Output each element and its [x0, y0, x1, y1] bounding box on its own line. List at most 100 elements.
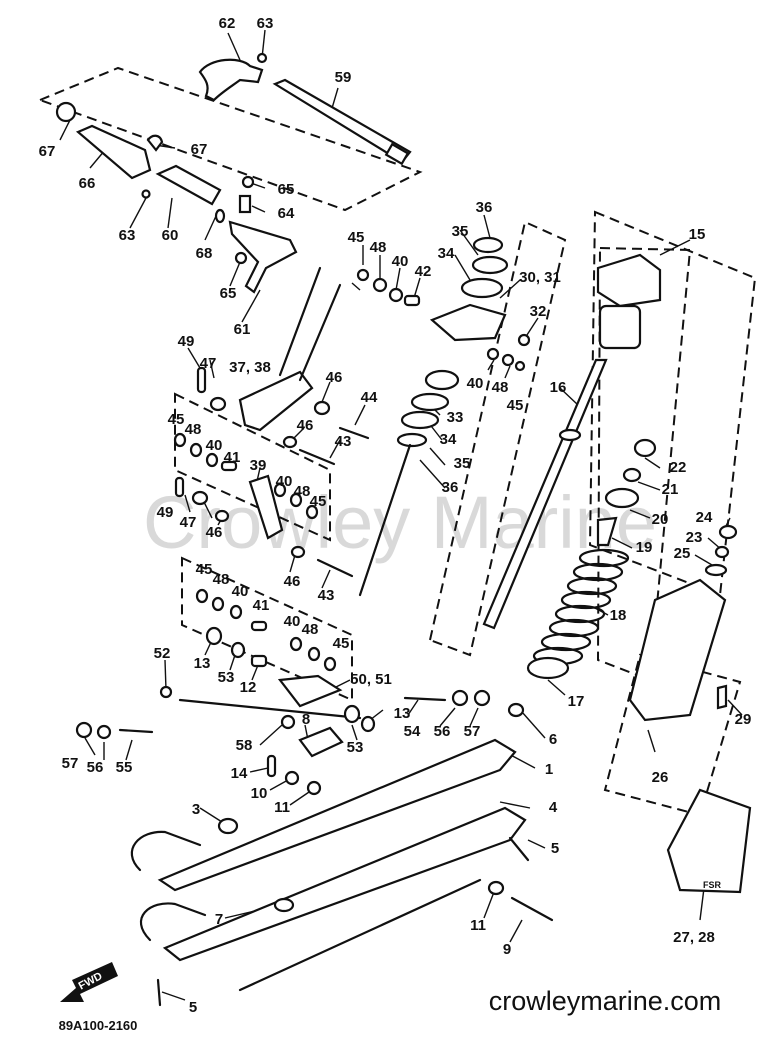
bushing-41-b — [250, 620, 268, 632]
seat-20 — [604, 487, 640, 509]
callout-59: 59 — [335, 69, 352, 86]
callout-20: 20 — [652, 511, 669, 528]
callout-67-right: 67 — [191, 141, 208, 158]
callout-19: 19 — [636, 539, 653, 556]
callout-37-38: 37, 38 — [229, 359, 271, 376]
callout-42: 42 — [415, 263, 432, 280]
bushing-42 — [403, 294, 421, 307]
callout-18: 18 — [610, 607, 627, 624]
callout-47-upper: 47 — [200, 355, 217, 372]
bolt-5-left — [156, 978, 162, 1007]
callout-24: 24 — [696, 509, 713, 526]
callout-29: 29 — [735, 711, 752, 728]
callout-15: 15 — [689, 226, 706, 243]
washer-34-bottom — [410, 392, 450, 412]
washer-48-top — [372, 277, 388, 293]
washer-34-top — [460, 277, 504, 299]
nut-63-left — [141, 189, 151, 199]
callout-21: 21 — [662, 481, 679, 498]
callout-12: 12 — [240, 679, 257, 696]
bolt-5-right — [508, 836, 530, 862]
callout-52: 52 — [154, 645, 171, 662]
callout-45-d: 45 — [333, 635, 350, 652]
callout-27-28: 27, 28 — [673, 929, 715, 946]
shock-upper-body — [598, 304, 642, 350]
washer-35-top — [471, 255, 509, 275]
callout-25: 25 — [674, 545, 691, 562]
callout-48-a: 48 — [185, 421, 202, 438]
nut-23 — [714, 545, 730, 559]
callout-40-d: 40 — [284, 613, 301, 630]
washer-11-lower — [487, 880, 505, 896]
callout-57-right: 57 — [464, 723, 481, 740]
callout-40-top: 40 — [392, 253, 409, 270]
callout-10: 10 — [251, 785, 268, 802]
washer-48-a — [189, 442, 203, 458]
callout-45-top-right: 45 — [507, 397, 524, 414]
pin-64 — [238, 194, 252, 214]
shaft-59-end — [384, 142, 410, 166]
callout-66: 66 — [79, 175, 96, 192]
link-arm-37-38 — [238, 370, 314, 432]
callout-5-left: 5 — [189, 999, 197, 1016]
collar-46-mid — [282, 435, 298, 449]
fwd-label: FWD — [77, 970, 105, 992]
callout-22: 22 — [670, 459, 687, 476]
nut-65-upper — [241, 175, 255, 189]
callout-62: 62 — [219, 15, 236, 32]
callout-17: 17 — [568, 693, 585, 710]
nut-3 — [217, 817, 239, 835]
washer-45-top-right — [514, 360, 526, 372]
nut-52 — [159, 685, 173, 699]
collar-47-upper — [209, 396, 227, 412]
bushing-13-a — [205, 626, 223, 646]
callout-48-c: 48 — [213, 571, 230, 588]
callout-30-31: 30, 31 — [519, 269, 561, 286]
callout-46-upper: 46 — [326, 369, 343, 386]
collar-10 — [284, 770, 300, 786]
clip-67-left — [55, 101, 77, 123]
cover-27-28 — [666, 788, 752, 894]
clip-67-right — [146, 134, 164, 152]
collar-58 — [280, 714, 296, 730]
shock-rod-box — [428, 220, 567, 657]
bolt-9 — [510, 896, 554, 922]
callout-48-top-right: 48 — [492, 379, 509, 396]
forward-direction-arrow: FWD — [60, 962, 118, 1002]
callout-5-right: 5 — [551, 840, 559, 857]
callout-35-bottom: 35 — [454, 455, 471, 472]
callout-58: 58 — [236, 737, 253, 754]
bracket-50-51 — [277, 674, 343, 708]
bolt-55 — [118, 728, 154, 734]
callout-56-left: 56 — [87, 759, 104, 776]
washer-45-c — [195, 588, 209, 604]
bolt-43-lower — [316, 558, 354, 578]
collar-46-upper — [313, 400, 331, 416]
drawing-code: 89A100-2160 — [59, 1018, 138, 1033]
slide-rail-1 — [157, 738, 517, 892]
callout-55: 55 — [116, 759, 133, 776]
seat-17 — [526, 656, 570, 680]
shock-mount-parts — [278, 236, 531, 597]
washer-45-top — [356, 268, 370, 282]
washer-40-top — [388, 287, 404, 303]
callout-labels: 62 63 59 67 67 66 63 60 68 65 64 65 61 3… — [39, 15, 752, 1016]
seal-36-bottom — [396, 432, 428, 448]
washer-40-top-right — [486, 347, 500, 361]
callout-8: 8 — [302, 711, 310, 728]
top-shaft-assembly — [55, 52, 412, 294]
callout-6: 6 — [549, 731, 557, 748]
callout-48-top: 48 — [370, 239, 387, 256]
callout-46-mid: 46 — [297, 417, 314, 434]
callout-48-d: 48 — [302, 621, 319, 638]
link-arm-39 — [248, 474, 284, 540]
washer-35-bottom — [400, 410, 440, 430]
callout-11-lower: 11 — [470, 917, 486, 934]
callout-16: 16 — [550, 379, 567, 396]
bushing-53-b — [360, 715, 376, 733]
bolt-43-upper — [298, 448, 336, 466]
shock-top-mount — [596, 253, 662, 308]
link-washer-box-upper — [174, 392, 331, 542]
bolt-29 — [716, 684, 728, 710]
